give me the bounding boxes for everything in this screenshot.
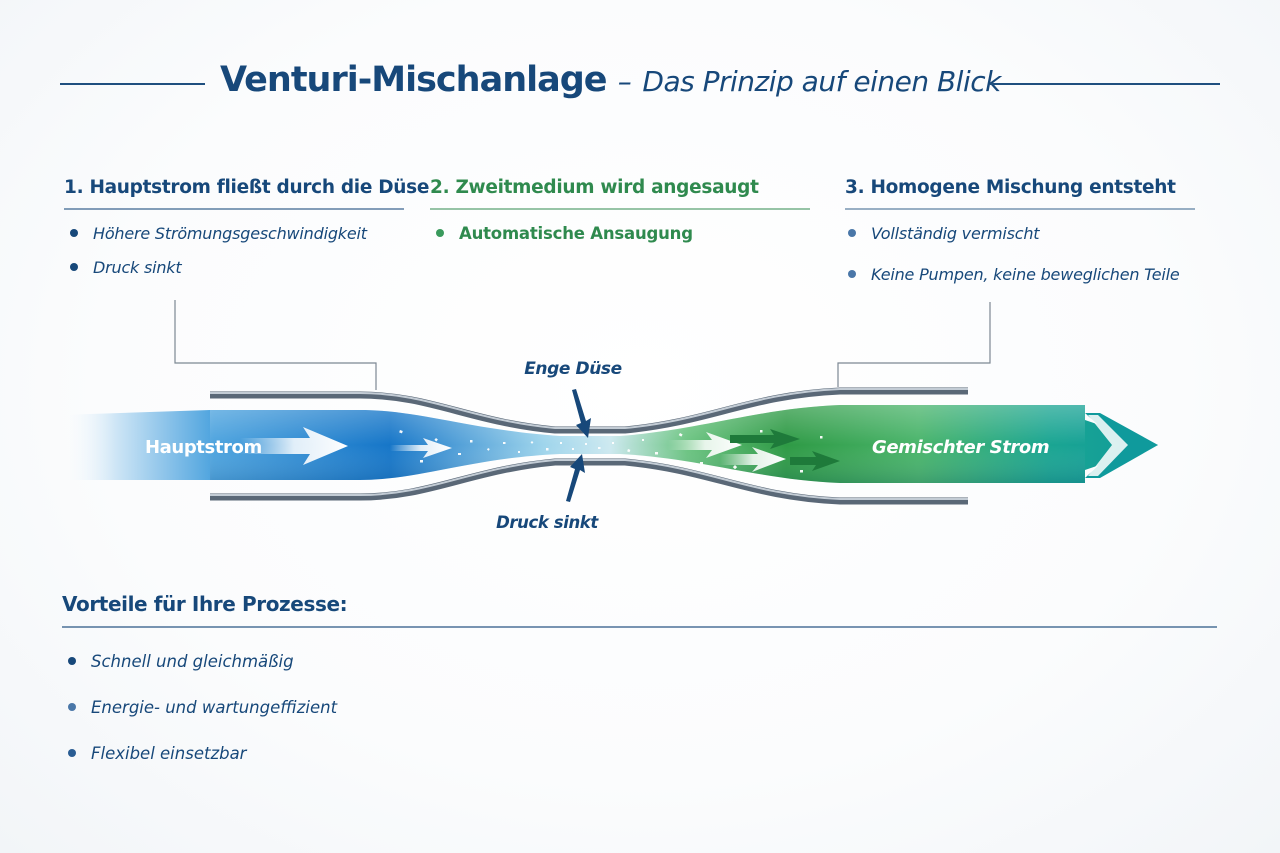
step-3-bullet: Vollständig vermischt (848, 224, 1195, 243)
mixing-particles (399, 430, 823, 473)
step-3-bullets: Vollständig vermischt Keine Pumpen, kein… (848, 224, 1195, 284)
bullet-text: Vollständig vermischt (871, 223, 1040, 243)
page-title: Venturi-Mischanlage – Das Prinzip auf ei… (220, 60, 1001, 100)
step-3-bullet: Keine Pumpen, keine beweglichen Teile (848, 265, 1195, 284)
bullet-dot (68, 657, 76, 665)
connector-step-1 (174, 300, 377, 390)
advantages-list: Schnell und gleichmäßig Energie- und war… (68, 650, 1217, 765)
step-2-heading: 2. Zweitmedium wird angesaugt (430, 177, 759, 198)
bullet-text: Höhere Strömungsgeschwindigkeit (93, 223, 367, 243)
outlet-label: Gemischter Strom (872, 437, 1049, 458)
step-3-rule (845, 208, 1195, 210)
pressure-pointer-icon (566, 454, 585, 502)
nozzle-pointer-icon (572, 389, 591, 438)
white-arrow-icon (720, 447, 786, 472)
bullet-dot (68, 749, 76, 757)
step-3: 3. Homogene Mischung entsteht Vollständi… (845, 177, 1195, 299)
outlet-arrowhead-highlight (1088, 415, 1128, 476)
step-2: 2. Zweitmedium wird angesaugt Automatisc… (430, 177, 810, 258)
bullet-dot (848, 229, 856, 237)
pipe-top-wall (210, 387, 968, 434)
pipe-top-wall-highlight (210, 388, 968, 429)
advantages-rule (62, 626, 1217, 628)
title-main: Venturi-Mischanlage (220, 60, 608, 100)
title-row: Venturi-Mischanlage – Das Prinzip auf ei… (60, 52, 1220, 112)
advantage-item: Energie- und wartungeffizient (68, 696, 1217, 719)
venturi-pipe (210, 387, 968, 505)
bullet-text: Druck sinkt (93, 257, 182, 277)
bullet-dot (70, 229, 78, 237)
bullet-text: Automatische Ansaugung (459, 223, 693, 243)
white-arrow-icon (240, 427, 348, 465)
advantage-text: Schnell und gleichmäßig (91, 651, 294, 671)
title-rule-right (990, 83, 1220, 85)
advantage-item: Flexibel einsetzbar (68, 742, 1217, 765)
advantage-text: Energie- und wartungeffizient (91, 697, 338, 717)
step-1-bullet: Höhere Strömungsgeschwindigkeit (70, 224, 404, 243)
title-rule-left (60, 83, 205, 85)
step-1-heading: 1. Hauptstrom fließt durch die Düse (64, 177, 430, 198)
step-1-bullets: Höhere Strömungsgeschwindigkeit Druck si… (70, 224, 404, 277)
flow-stream-shade (210, 405, 1085, 483)
connector-step-3 (837, 302, 991, 387)
step-2-rule (430, 208, 810, 210)
title-subtitle: Das Prinzip auf einen Blick (642, 65, 1001, 98)
bullet-dot (70, 263, 78, 271)
inlet-label: Hauptstrom (145, 437, 262, 458)
pipe-bottom-wall (210, 458, 968, 505)
advantages-heading: Vorteile für Ihre Prozesse: (62, 592, 348, 616)
green-arrow-icon (790, 451, 840, 471)
bullet-dot (848, 270, 856, 278)
white-arrow-icon (390, 438, 452, 458)
step-3-heading: 3. Homogene Mischung entsteht (845, 177, 1176, 198)
step-1: 1. Hauptstrom fließt durch die Düse Höhe… (64, 177, 430, 292)
advantages-section: Vorteile für Ihre Prozesse: Schnell und … (62, 592, 1217, 788)
green-arrow-icon (730, 429, 800, 449)
bullet-text: Keine Pumpen, keine beweglichen Teile (871, 264, 1180, 284)
flow-arrows (240, 427, 840, 472)
pressure-label: Druck sinkt (496, 513, 599, 532)
advantage-text: Flexibel einsetzbar (91, 743, 247, 763)
bullet-dot (68, 703, 76, 711)
step-2-bullet: Automatische Ansaugung (436, 224, 810, 243)
pipe-bottom-wall-highlight (210, 459, 968, 500)
nozzle-label: Enge Düse (524, 359, 622, 379)
advantage-item: Schnell und gleichmäßig (68, 650, 1217, 673)
venturi-diagram: Hauptstrom Gemischter Strom Enge Düse Dr… (60, 300, 1158, 532)
white-arrow-icon (668, 432, 742, 458)
step-2-bullets: Automatische Ansaugung (436, 224, 810, 243)
step-1-bullet: Druck sinkt (70, 258, 404, 277)
nozzle-pointers (566, 389, 591, 502)
step-1-rule (64, 208, 404, 210)
title-dash: – (617, 65, 632, 98)
bullet-dot (436, 229, 444, 237)
